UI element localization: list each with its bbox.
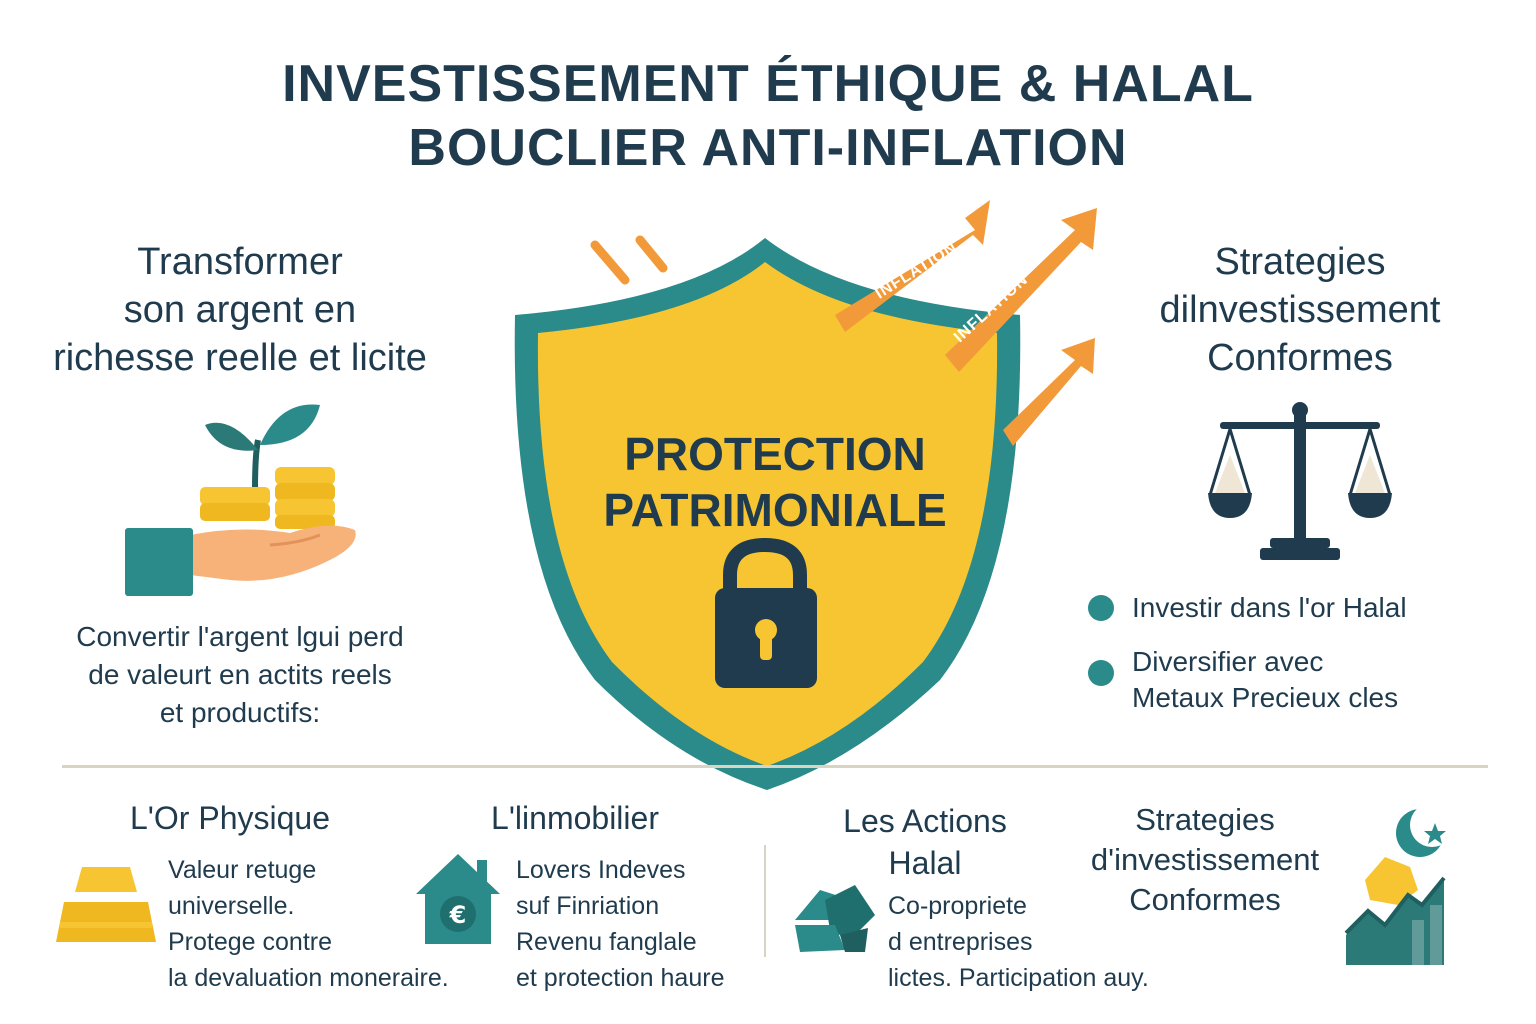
crescent-growth-chart-icon — [1344, 805, 1454, 965]
strategies-title-line: Conformes — [1129, 882, 1281, 917]
real-estate-text-line: Revenu fanglale — [516, 928, 697, 956]
gold-text-line: Protege contre — [168, 928, 332, 956]
real-estate-title: L'linmobilier — [491, 800, 659, 836]
halal-stocks-title-line: Halal — [888, 845, 962, 881]
bullet-text: Diversifier avec — [1132, 646, 1324, 677]
bullet-item: Diversifier avec Metaux Precieux cles — [1088, 644, 1508, 716]
right-heading-line: dilnvestissement — [1159, 289, 1441, 331]
section-divider — [62, 765, 1488, 768]
real-estate-text: Lovers Indeves suf Finriation Revenu fan… — [516, 852, 756, 996]
scales-of-justice-icon — [1208, 402, 1392, 560]
inflation-arrow-3 — [1003, 338, 1095, 446]
shield-text-line-1: PROTECTION — [624, 428, 926, 480]
gold-bars-icon — [56, 867, 156, 942]
right-heading: Strategies dilnvestissement Conformes — [1090, 238, 1510, 382]
leaf-bullet-icon — [1088, 660, 1114, 686]
bullet-text: Metaux Precieux cles — [1132, 682, 1399, 713]
real-estate-text-line: suf Finriation — [516, 892, 660, 920]
real-estate-text-line: Lovers Indeves — [516, 856, 686, 884]
leaf-bullet-icon — [1088, 595, 1114, 621]
halal-stocks-text: Co-propriete d entreprises lictes. Parti… — [888, 888, 1218, 996]
halal-stocks-text-line: lictes. Participation auy. — [888, 964, 1149, 992]
gold-text-line: Valeur retuge — [168, 856, 317, 884]
strategies-title-line: d'investissement — [1090, 842, 1320, 877]
inflation-arrow-2 — [945, 208, 1097, 372]
halal-stocks-text-line: d entreprises — [888, 928, 1033, 956]
left-body: Convertir l'argent lgui perd de valeurt … — [20, 618, 460, 732]
title-line-1: INVESTISSEMENT ÉTHIQUE & HALAL — [282, 55, 1254, 113]
left-heading-line: Transformer — [137, 241, 343, 283]
left-body-line: et productifs: — [159, 697, 321, 728]
title-line-2: BOUCLIER ANTI-INFLATION — [408, 119, 1128, 177]
house-euro-icon: € — [416, 854, 500, 944]
left-heading-line: richesse reelle et licite — [53, 337, 427, 379]
gold-text-line: la devaluation moneraire. — [168, 964, 449, 992]
shield-text-line-2: PATRIMONIALE — [603, 484, 947, 536]
halal-stocks-text-line: Co-propriete — [888, 892, 1027, 920]
shield-illustration — [514, 200, 1097, 790]
strategies-title-line: Strategies — [1135, 802, 1275, 837]
halal-stocks-title-line: Les Actions — [843, 803, 1007, 839]
hand-coins-plant-icon — [125, 404, 356, 596]
column-divider — [764, 845, 766, 957]
svg-text:€: € — [449, 901, 467, 929]
gold-text-line: universelle. — [168, 892, 295, 920]
inflation-arrow-1 — [835, 200, 990, 332]
left-heading-line: son argent en — [123, 289, 357, 331]
left-heading: Transformer son argent en richesse reell… — [20, 238, 460, 382]
right-heading-line: Conformes — [1207, 337, 1393, 379]
left-body-line: Convertir l'argent lgui perd — [76, 621, 404, 652]
bullet-item: Investir dans l'or Halal — [1088, 590, 1508, 626]
strategies-title: Strategies d'investissement Conformes — [1060, 800, 1350, 920]
halal-stocks-title: Les Actions Halal — [800, 800, 1050, 884]
real-estate-text-line: et protection haure — [516, 964, 725, 992]
right-bullets: Investir dans l'or Halal Diversifier ave… — [1088, 590, 1508, 716]
gold-title: L'Or Physique — [130, 800, 330, 836]
padlock-icon — [715, 537, 817, 688]
bullet-text: Investir dans l'or Halal — [1132, 592, 1407, 623]
left-body-line: de valeurt en actits reels — [88, 659, 392, 690]
gold-text: Valeur retuge universelle. Protege contr… — [168, 852, 498, 996]
handshake-icon — [795, 885, 875, 952]
right-heading-line: Strategies — [1214, 241, 1386, 283]
